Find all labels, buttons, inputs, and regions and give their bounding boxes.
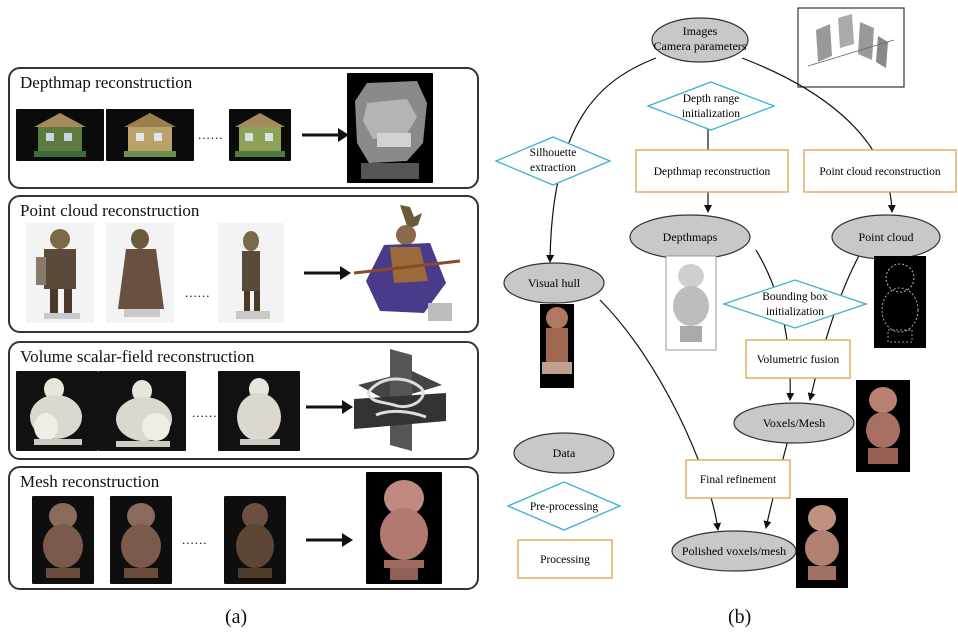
pointcloud-arrow (304, 266, 351, 280)
depthmap-ellipsis: ...... (198, 127, 224, 142)
depthmap-input-image-1 (16, 109, 104, 161)
mesh-reconstruction-panel: Mesh reconstruction ...... (8, 466, 479, 590)
node-depthmaps: Depthmaps (629, 214, 751, 260)
node-volumetric-fusion-label: Volumetric fusion (757, 354, 840, 366)
node-depthmap-reconstruction: Depthmap reconstruction (635, 149, 789, 193)
polished-result-image (796, 498, 848, 588)
pointcloud-ellipsis: ...... (185, 285, 211, 300)
node-point-cloud: Point cloud (831, 214, 941, 260)
node-depth-range: Depth range initialization (646, 81, 776, 131)
pointcloud-input-image-3 (218, 223, 284, 323)
volume-ellipsis: ...... (192, 405, 218, 420)
node-silhouette-label-1: Silhouette (530, 147, 577, 159)
depthmap-input-image-3 (229, 109, 291, 161)
point-cloud-reconstruction-title: Point cloud reconstruction (20, 201, 200, 220)
node-bounding-box-label-2: initialization (766, 306, 824, 318)
point-cloud-reconstruction-panel: Point cloud reconstruction ...... (8, 195, 479, 333)
node-polished: Polished voxels/mesh (671, 530, 797, 572)
voxels-result-image (856, 380, 910, 472)
pointcloud-output-image (350, 203, 468, 327)
panel-b-diagram: Images Camera parameters Depth range ini… (494, 7, 957, 588)
node-silhouette-label-2: extraction (530, 162, 576, 174)
volume-input-image-2 (98, 371, 186, 451)
caption-b: (b) (728, 606, 752, 628)
legend-preprocessing: Pre-processing (506, 481, 622, 531)
node-final-refinement-label: Final refinement (700, 474, 777, 486)
edge-pointcloud-to-voxels (807, 249, 863, 401)
node-final-refinement: Final refinement (685, 459, 791, 499)
legend-data: Data (513, 432, 615, 474)
mesh-arrow (306, 533, 353, 547)
legend: Data Pre-processing Processing (506, 432, 622, 579)
camera-setup-inset (797, 7, 905, 88)
node-images-label-1: Images (683, 24, 718, 38)
depthmap-reconstruction-title: Depthmap reconstruction (20, 73, 193, 92)
node-depth-range-label-2: initialization (682, 108, 740, 120)
node-volumetric-fusion: Volumetric fusion (745, 339, 851, 379)
node-bounding-box-label-1: Bounding box (762, 291, 828, 303)
volume-scalar-field-title: Volume scalar-field reconstruction (20, 347, 255, 366)
node-depthmaps-label: Depthmaps (663, 230, 718, 244)
legend-processing-label: Processing (540, 554, 590, 566)
pointcloud-input-image-2 (106, 223, 174, 323)
node-point-cloud-label: Point cloud (858, 230, 913, 244)
pointcloud-input-image-1 (26, 223, 94, 323)
legend-data-label: Data (553, 446, 576, 460)
node-visual-hull: Visual hull (503, 262, 605, 304)
pointcloud-result-image (874, 256, 926, 348)
volume-arrow (306, 400, 353, 414)
node-silhouette: Silhouette extraction (494, 136, 612, 186)
depthmap-reconstruction-panel: Depthmap reconstruction ...... (8, 67, 479, 189)
node-pointcloud-reconstruction-label: Point cloud reconstruction (819, 166, 941, 178)
legend-preprocessing-label: Pre-processing (530, 501, 599, 513)
node-polished-label: Polished voxels/mesh (682, 544, 786, 558)
volume-output-slices (350, 345, 450, 455)
node-images-label-2: Camera parameters (654, 39, 747, 53)
legend-processing: Processing (517, 539, 613, 579)
mesh-output-image (366, 472, 442, 584)
node-depthmap-reconstruction-label: Depthmap reconstruction (654, 166, 771, 178)
mesh-input-image-2 (110, 496, 172, 584)
node-voxels-mesh-label: Voxels/Mesh (763, 416, 825, 430)
visual-hull-result-image (540, 304, 574, 388)
node-depth-range-label-1: Depth range (683, 93, 740, 105)
depthmap-arrow (302, 128, 349, 142)
volume-input-image-3 (218, 371, 300, 451)
mesh-ellipsis: ...... (182, 532, 208, 547)
volume-input-image-1 (16, 371, 98, 451)
caption-a: (a) (225, 606, 248, 628)
edge-images-to-visual-hull (546, 57, 657, 263)
mesh-reconstruction-title: Mesh reconstruction (20, 472, 160, 491)
mesh-input-image-3 (224, 496, 286, 584)
edge-visual-hull-to-polished (599, 299, 722, 531)
node-voxels-mesh: Voxels/Mesh (733, 402, 855, 444)
node-images: Images Camera parameters (651, 17, 749, 63)
node-visual-hull-label: Visual hull (528, 276, 581, 290)
node-pointcloud-reconstruction: Point cloud reconstruction (803, 149, 957, 193)
node-bounding-box: Bounding box initialization (721, 279, 869, 329)
depthmaps-result-image (665, 255, 717, 351)
depthmap-output-image (347, 73, 433, 183)
mesh-input-image-1 (32, 496, 94, 584)
depthmap-input-image-2 (106, 109, 194, 161)
volume-scalar-field-panel: Volume scalar-field reconstruction .....… (8, 341, 479, 460)
